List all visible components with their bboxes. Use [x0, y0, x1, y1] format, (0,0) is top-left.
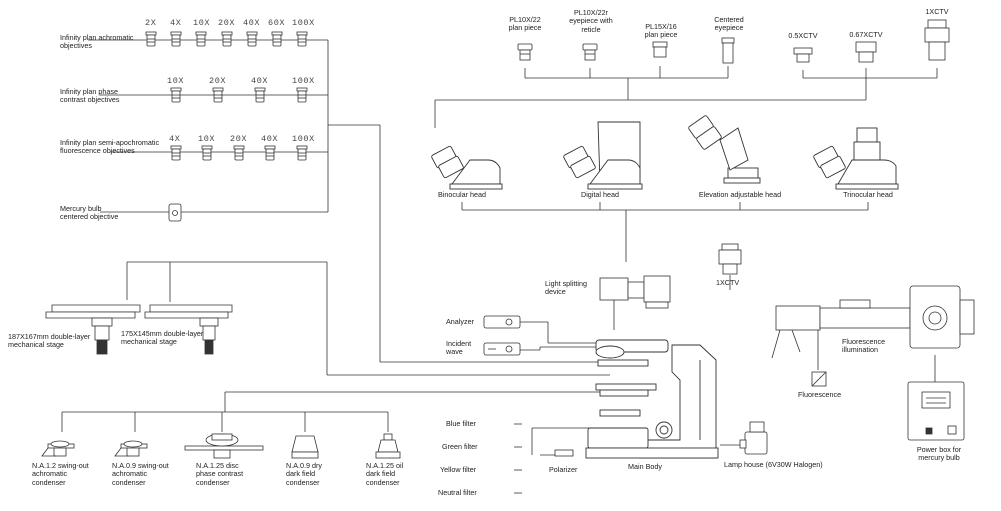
mag-label: 60X	[268, 18, 286, 28]
filter-label: Neutral filter	[438, 488, 477, 497]
phase-objectives-label: Infinity plan phase contrast objectives	[60, 87, 120, 105]
eyepiece-label: Centered eyepiece	[714, 15, 744, 33]
head-label: Trinocular head	[843, 190, 893, 199]
condenser-label: N.A.0.9 dry dark field condenser	[286, 461, 322, 487]
mag-label: 2X	[145, 18, 157, 28]
stage-label: 175X145mm double-layer mechanical stage	[121, 329, 204, 347]
mag-label: 4X	[170, 18, 182, 28]
polarizer-icon	[554, 449, 574, 457]
eyepiece-label: PL10X/22r eyepiece with reticle	[569, 8, 613, 34]
mercury-objective-label: Mercury bulb centered objective	[60, 204, 119, 222]
analyzer-label: Analyzer	[446, 317, 474, 326]
mag-label: 40X	[261, 134, 279, 144]
mag-label: 20X	[230, 134, 248, 144]
condenser-icons	[41, 433, 401, 459]
eyepiece-label: PL10X/22 plan piece	[508, 15, 542, 33]
ctv-1x-side-icon	[718, 243, 742, 275]
lamp-house-label: Lamp house (6V30W Halogen)	[724, 460, 823, 469]
polarizer-label: Polarizer	[549, 465, 578, 474]
ctv-label: 0.67XCTV	[849, 30, 883, 39]
fluor-objectives-label: Infinity plan semi-apochromatic fluoresc…	[60, 138, 160, 156]
main-body-label: Main Body	[628, 462, 662, 471]
splitter-label: Light splitting device	[545, 279, 587, 297]
analyzer-icon	[483, 315, 521, 329]
stage-label: 187X167mm double-layer mechanical stage	[8, 332, 91, 350]
lamp-house-icon	[739, 421, 768, 455]
elevation-head-icon	[688, 115, 761, 184]
eyepiece-icons	[517, 37, 735, 64]
mag-label: 20X	[209, 76, 227, 86]
fluorescence-illumination-icon	[771, 285, 975, 359]
mag-label: 40X	[251, 76, 269, 86]
condenser-label: N.A.1.2 swing-out achromatic condenser	[32, 461, 89, 487]
mag-label: 10X	[193, 18, 211, 28]
filter-label: Blue filter	[446, 419, 476, 428]
fluor-illum-label: Fluorescence illumination	[842, 337, 886, 355]
connector-lines	[61, 39, 938, 494]
mag-label: 20X	[218, 18, 236, 28]
objective-icons	[145, 31, 308, 222]
incident-wave-label: Incident wave	[446, 339, 472, 357]
trinocular-head-icon	[813, 127, 899, 190]
filter-label: Green filter	[442, 442, 478, 451]
incident-wave-icon	[483, 342, 521, 356]
ctv-icons	[793, 19, 950, 63]
ctv-label: 1XCTV	[925, 7, 949, 16]
ctv-side-label: 1XCTV	[716, 278, 740, 287]
achromatic-objectives-label: Infinity plan achromatic objectives	[60, 33, 134, 51]
mag-label: 100X	[292, 18, 315, 28]
head-label: Digital head	[581, 190, 619, 199]
power-box-label: Power box for mercury bulb	[916, 445, 962, 463]
head-label: Binocular head	[438, 190, 486, 199]
main-body-icon	[585, 339, 719, 459]
binocular-head-icon	[431, 145, 503, 190]
stage-icons	[45, 304, 233, 355]
mag-label: 4X	[169, 134, 181, 144]
fluorescence-cube-icon	[811, 371, 827, 387]
mag-label: 40X	[243, 18, 261, 28]
power-box-icon	[907, 381, 965, 441]
splitter-icon	[599, 275, 671, 309]
mag-label: 10X	[167, 76, 185, 86]
head-label: Elevation adjustable head	[698, 190, 782, 199]
condenser-label: N.A.0.9 swing-out achromatic condenser	[112, 461, 169, 487]
condenser-label: N.A.1.25 oil dark field condenser	[366, 461, 404, 487]
mag-label: 100X	[292, 134, 315, 144]
ctv-label: 0.5XCTV	[788, 31, 818, 40]
digital-head-icon	[563, 121, 643, 190]
condenser-label: N.A.1.25 disc phase contrast condenser	[196, 461, 244, 487]
fluorescence-label: Fluorescence	[798, 390, 842, 399]
head-icons	[431, 115, 899, 190]
mag-label: 100X	[292, 76, 315, 86]
mag-label: 10X	[198, 134, 216, 144]
filter-label: Yellow filter	[440, 465, 477, 474]
eyepiece-label: PL15X/16 plan piece	[644, 22, 678, 40]
